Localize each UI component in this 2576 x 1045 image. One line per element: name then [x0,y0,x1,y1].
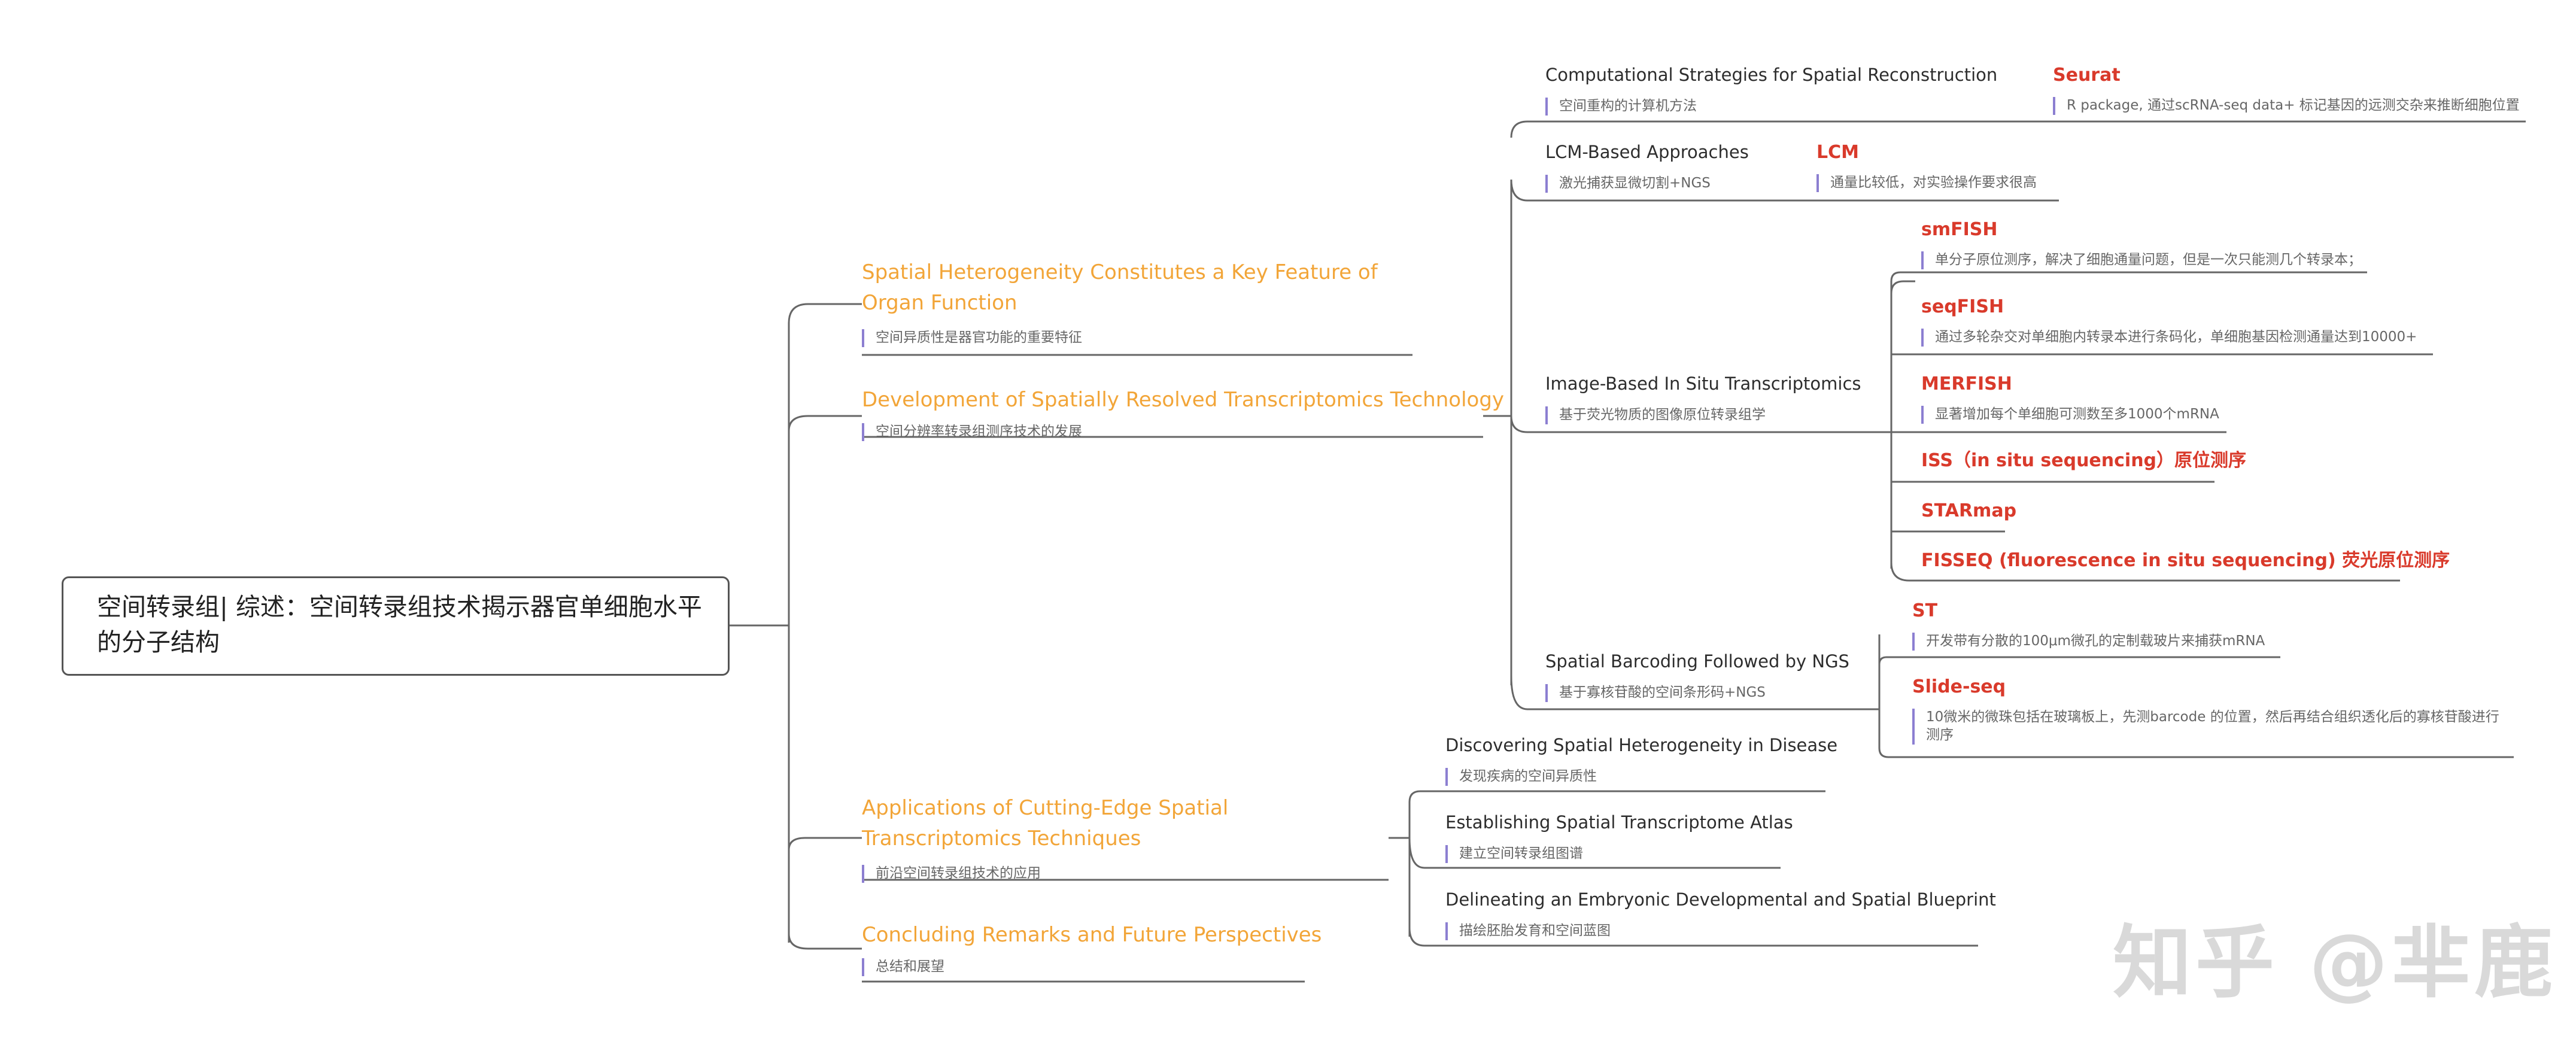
topic-title: Establishing Spatial Transcriptome Atlas [1445,812,1793,833]
topic-note: 空间重构的计算机方法 [1545,97,1997,116]
topic-note: 基于寡核苷酸的空间条形码+NGS [1545,683,1849,702]
connector-image [1510,415,1541,433]
topic-title: Computational Strategies for Spatial Rec… [1545,65,1998,85]
leaf-iss[interactable]: ISS（in situ sequencing）原位测序 [1921,450,2246,472]
connector-b3 [788,837,862,850]
connector-comp [1510,120,1541,138]
leaf-title: Slide-seq [1912,676,2006,697]
leaf-note: 开发带有分散的100μm微孔的定制载玻片来捕获mRNA [1912,633,2265,651]
topic-title: Delineating an Embryonic Developmental a… [1445,889,1996,910]
connector-fisseq [1890,562,2400,582]
root-title: 空间转录组| 综述：空间转录组技术揭示器官单细胞水平的分子结构 [97,593,702,657]
leaf-note: 10微米的微珠包括在玻璃板上，先测barcode 的位置，然后再结合组织透化后的… [1912,709,2511,745]
topic-image-based[interactable]: Image-Based In Situ Transcriptomics 基于荧光… [1545,373,1861,424]
leaf-title: STARmap [1921,500,2017,521]
leaf-note: 通量比较低，对实验操作要求很高 [1816,174,2037,192]
leaf-title: smFISH [1921,219,1998,240]
leaf-note: 显著增加每个单细胞可测数至多1000个mRNA [1921,406,2219,424]
topic-embryonic-blueprint[interactable]: Delineating an Embryonic Developmental a… [1445,889,1996,940]
leaf-title: LCM [1816,142,1859,163]
topic-title: Discovering Spatial Heterogeneity in Dis… [1445,735,1838,755]
branch-title: Applications of Cutting-Edge Spatial Tra… [862,796,1229,850]
branch-spatial-heterogeneity[interactable]: Spatial Heterogeneity Constitutes a Key … [862,257,1436,347]
leaf-title: FISSEQ (fluorescence in situ sequencing)… [1921,550,2450,571]
leaf-title: ST [1912,600,1938,621]
connector-slideseq [1878,709,2514,758]
leaf-slide-seq[interactable]: Slide-seq 10微米的微珠包括在玻璃板上，先测barcode 的位置，然… [1912,676,2511,745]
branch-note: 空间异质性是器官功能的重要特征 [862,329,1436,347]
connector-b2 [788,415,862,432]
topic-computational-strategies[interactable]: Computational Strategies for Spatial Rec… [1545,65,1997,116]
root-node[interactable] [62,576,730,676]
leaf-title: MERFISH [1921,373,2012,394]
topic-title: Spatial Barcoding Followed by NGS [1545,651,1849,672]
leaf-lcm[interactable]: LCM 通量比较低，对实验操作要求很高 [1816,142,2037,192]
connector-st [1878,656,2280,709]
connector-smfish [1890,271,1901,432]
leaf-starmap[interactable]: STARmap [1921,500,2016,522]
topic-spatial-barcoding[interactable]: Spatial Barcoding Followed by NGS 基于寡核苷酸… [1545,651,1849,702]
topic-note: 描绘胚胎发育和空间蓝图 [1445,922,1996,940]
connector-barcoding [1510,676,1541,710]
topic-note: 激光捕获显微切割+NGS [1545,174,1749,193]
leaf-note: 单分子原位测序，解决了细胞通量问题，但是一次只能测几个转录本； [1921,251,2362,269]
connector-embryo [1408,927,1978,947]
watermark: 知乎 @芈鹿 [2113,917,2557,1009]
leaf-title: Seurat [2053,65,2121,86]
leaf-fisseq[interactable]: FISSEQ (fluorescence in situ sequencing)… [1921,550,2450,572]
leaf-seqfish[interactable]: seqFISH 通过多轮杂交对单细胞内转录本进行条码化，单细胞基因检测通量达到1… [1921,296,2417,347]
leaf-note: 通过多轮杂交对单细胞内转录本进行条码化，单细胞基因检测通量达到10000+ [1921,329,2417,347]
branch-title: Concluding Remarks and Future Perspectiv… [862,923,1322,947]
topic-title: Image-Based In Situ Transcriptomics [1545,373,1861,394]
connector-seqfish [1890,280,1915,294]
topic-note: 发现疾病的空间异质性 [1445,767,1837,786]
topic-lcm-based[interactable]: LCM-Based Approaches 激光捕获显微切割+NGS [1545,142,1749,193]
branch-title: Development of Spatially Resolved Transc… [862,388,1505,412]
leaf-title: seqFISH [1921,296,2004,317]
leaf-st[interactable]: ST 开发带有分散的100μm微孔的定制载玻片来捕获mRNA [1912,600,2265,651]
topic-title: LCM-Based Approaches [1545,142,1749,162]
leaf-note: R package, 通过scRNA-seq data+ 标记基因的远测交杂来推… [2053,97,2520,115]
topic-establishing-atlas[interactable]: Establishing Spatial Transcriptome Atlas… [1445,812,1793,863]
topic-discovering-disease[interactable]: Discovering Spatial Heterogeneity in Dis… [1445,735,1837,786]
topic-note: 基于荧光物质的图像原位转录组学 [1545,406,1861,424]
connector-b1 [788,303,862,324]
branch-note: 总结和展望 [862,958,1322,976]
connector-lcm-based [1510,179,1541,202]
leaf-merfish[interactable]: MERFISH 显著增加每个单细胞可测数至多1000个mRNA [1921,373,2219,424]
leaf-title: ISS（in situ sequencing）原位测序 [1921,450,2247,471]
leaf-smfish[interactable]: smFISH 单分子原位测序，解决了细胞通量问题，但是一次只能测几个转录本； [1921,219,2362,269]
branch-development[interactable]: Development of Spatially Resolved Transc… [862,388,1504,441]
branch-concluding[interactable]: Concluding Remarks and Future Perspectiv… [862,923,1322,976]
connector-atlas [1408,837,1781,869]
connector-b4 [788,933,862,950]
branch-title: Spatial Heterogeneity Constitutes a Key … [862,260,1378,315]
leaf-seurat[interactable]: Seurat R package, 通过scRNA-seq data+ 标记基因… [2053,65,2520,115]
connector-disease [1408,790,1825,803]
branch-note: 前沿空间转录组技术的应用 [862,865,1389,883]
branch-applications[interactable]: Applications of Cutting-Edge Spatial Tra… [862,793,1389,883]
topic-note: 建立空间转录组图谱 [1445,844,1793,863]
branch-note: 空间分辨率转录组测序技术的发展 [862,423,1504,441]
